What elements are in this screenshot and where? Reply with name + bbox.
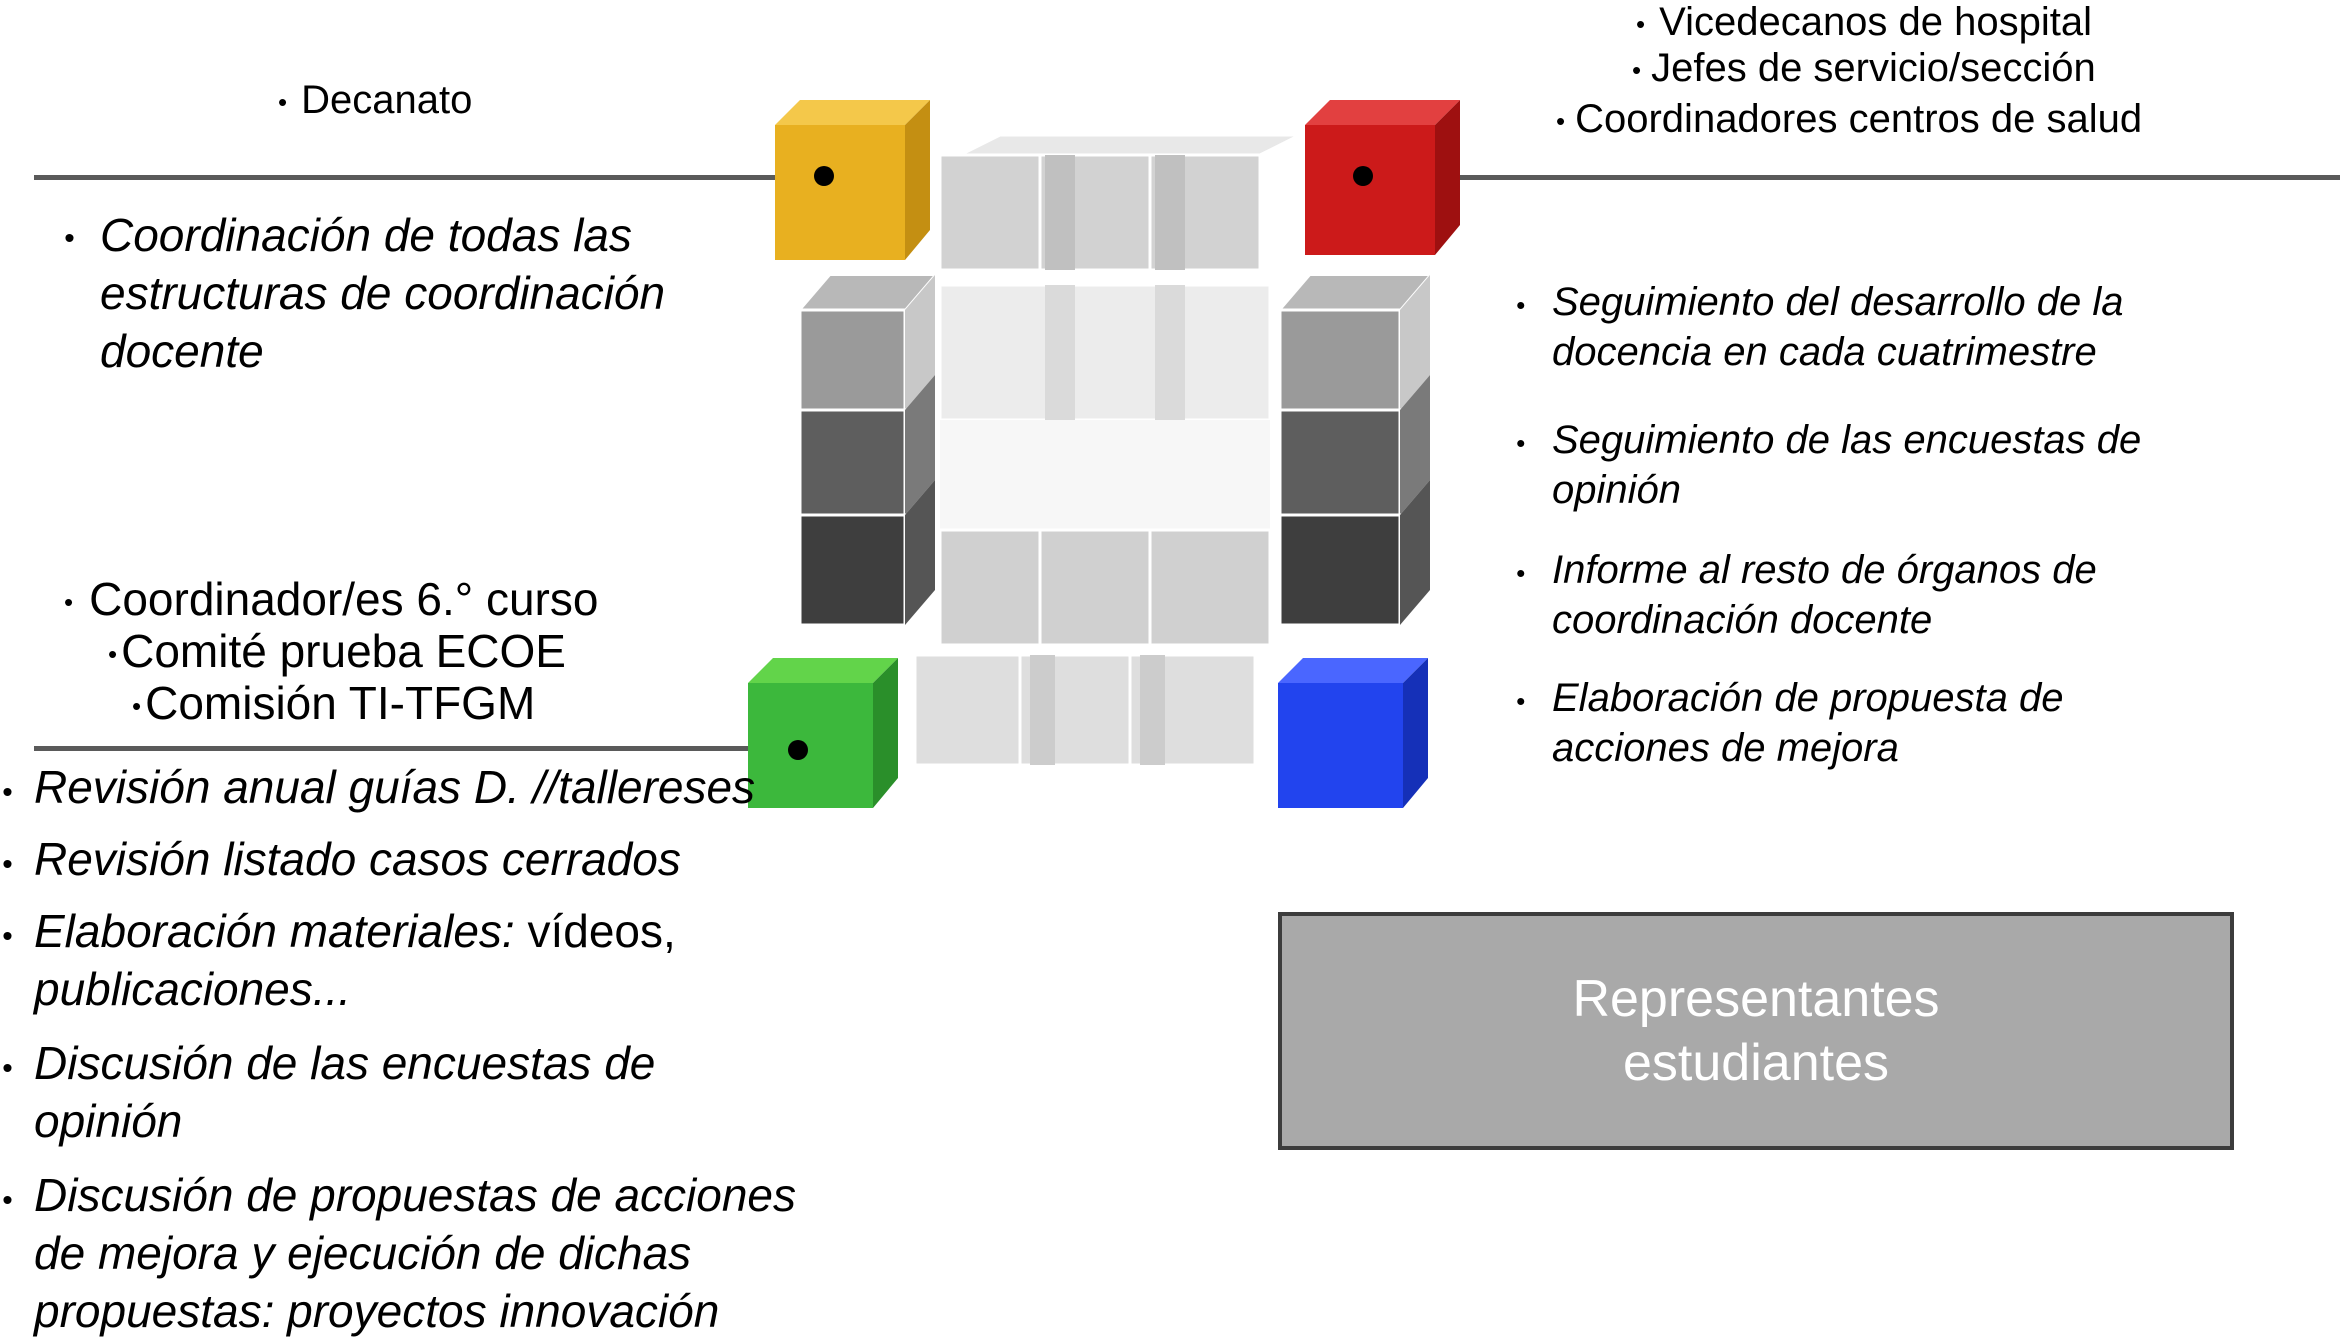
representantes-line-1: Representantes [1572, 970, 1940, 1028]
decanato-label: • Decanato [278, 78, 472, 123]
green-connector-dot [788, 740, 808, 760]
top-row-cubes [938, 133, 1301, 272]
left-upper-bullet: • [64, 222, 75, 255]
left-lower-bullet-2: • [2, 848, 13, 881]
top-right-item-2: • Jefes de servicio/sección [1632, 46, 2096, 91]
top-right-item-text: Jefes de servicio/sección [1651, 46, 2096, 90]
left-lower-item-plain-tail: vídeos, [514, 905, 676, 957]
right-item-3-line-2: coordinación docente [1552, 598, 1933, 642]
top-right-item-text: Vicedecanos de hospital [1659, 0, 2093, 44]
bullet: • [1556, 105, 1566, 136]
representantes-box-text: Representantes estudiantes [1572, 967, 1939, 1095]
left-lower-item-1: Revisión anual guías D. //tallereses [34, 760, 755, 814]
left-lower-item-5-line-1: Discusión de propuestas de acciones [34, 1169, 797, 1221]
left-lower-item-text: Elaboración materiales: [34, 905, 515, 957]
top-left-connector-line [34, 175, 824, 180]
middle-body [938, 283, 1272, 647]
left-middle-item-3: •Comisión TI-TFGM [132, 676, 535, 730]
bullet: • [1632, 54, 1642, 85]
right-bullet-3: • [1516, 558, 1526, 588]
left-lower-bullet-3: • [2, 920, 13, 953]
left-lower-bullet-5: • [2, 1184, 13, 1217]
yellow-cube-icon [775, 100, 930, 260]
left-lower-item-3-line-1: Elaboración materiales: vídeos, [34, 904, 676, 958]
bullet: • [132, 691, 142, 722]
left-lower-item-5-line-2: de mejora y ejecución de dichas [34, 1227, 692, 1279]
right-column-cubes [1277, 274, 1433, 627]
right-bullet-2: • [1516, 428, 1526, 458]
left-middle-item-text: Coordinador/es 6.° curso [89, 573, 599, 625]
right-item-2-line-1: Seguimiento de las encuestas de [1552, 418, 2142, 462]
left-lower-item-5-line-3: propuestas: proyectos innovación [34, 1285, 720, 1337]
top-right-item-3: • Coordinadores centros de salud [1556, 97, 2142, 142]
representantes-line-2: estudiantes [1623, 1034, 1889, 1092]
right-item-4-line-1: Elaboración de propuesta de [1552, 676, 2064, 720]
red-connector-dot [1353, 166, 1373, 186]
left-middle-item-2: •Comité prueba ECOE [108, 624, 566, 678]
left-lower-item-text: Revisión anual guías D. //talleres [34, 761, 707, 813]
top-right-connector-line [1360, 175, 2340, 180]
left-column-cubes [797, 274, 938, 627]
right-bullet-4: • [1516, 686, 1526, 716]
yellow-connector-dot [814, 166, 834, 186]
left-upper-line-1: Coordinación de todas las [100, 209, 632, 261]
left-middle-item-text: Comité prueba ECOE [121, 625, 566, 677]
right-item-2-line-2: opinión [1552, 468, 1682, 512]
right-bullet-1: • [1516, 290, 1526, 320]
left-upper-line-2: estructuras de coordinación [100, 267, 666, 319]
green-cube-icon [748, 658, 898, 808]
decanato-text: Decanato [301, 78, 473, 122]
blue-cube-icon [1278, 658, 1428, 808]
bullet: • [108, 639, 118, 670]
left-middle-item-text: Comisión TI-TFGM [145, 677, 536, 729]
right-item-1-line-2: docencia en cada cuatrimestre [1552, 330, 2097, 374]
bottom-left-connector-line [34, 746, 804, 751]
left-lower-bullet-1: • [2, 776, 13, 809]
top-right-item-1: • Vicedecanos de hospital [1636, 0, 2092, 45]
left-upper-line-3: docente [100, 325, 264, 377]
right-item-4-line-2: acciones de mejora [1552, 726, 1899, 770]
bullet: • [278, 86, 288, 117]
central-cube-structure [797, 133, 1433, 767]
right-item-1-line-1: Seguimiento del desarrollo de la [1552, 280, 2124, 324]
bullet: • [64, 587, 74, 618]
representantes-estudiantes-box: Representantes estudiantes [1278, 912, 2234, 1150]
right-item-3-line-1: Informe al resto de órganos de [1552, 548, 2097, 592]
red-cube-icon [1305, 100, 1460, 255]
top-right-item-text: Coordinadores centros de salud [1575, 97, 2143, 141]
bottom-row-cubes [913, 653, 1257, 767]
left-lower-bullet-4: • [2, 1052, 13, 1085]
left-lower-item-trail: es [706, 761, 756, 813]
left-lower-item-3-line-2: publicaciones... [34, 963, 352, 1015]
left-middle-item-1: • Coordinador/es 6.° curso [64, 572, 598, 626]
left-lower-item-4-line-1: Discusión de las encuestas de [34, 1037, 656, 1089]
left-lower-item-4-line-2: opinión [34, 1095, 183, 1147]
bullet: • [1636, 8, 1646, 39]
left-lower-item-2: Revisión listado casos cerrados [34, 833, 681, 885]
